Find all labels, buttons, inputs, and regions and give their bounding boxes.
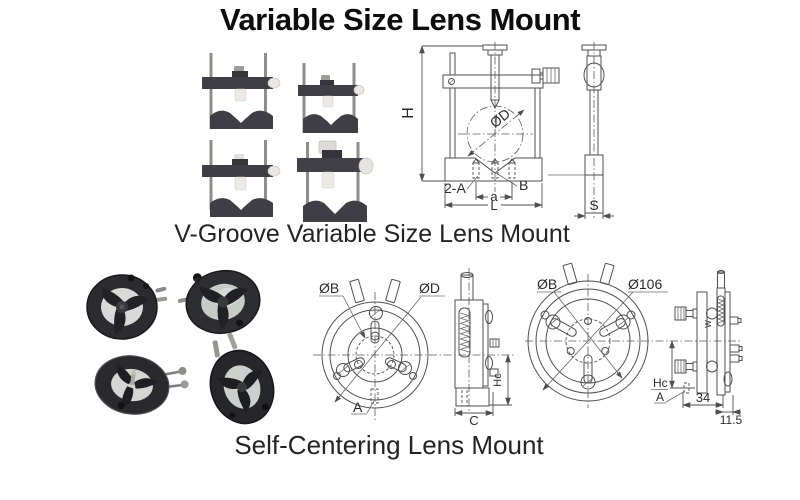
dim-label-od: ØD — [487, 105, 513, 131]
dim-label-ob1: ØB — [319, 280, 339, 296]
dim-label-a1: A — [353, 399, 363, 415]
vgroove-front-view: ØD — [442, 42, 560, 192]
dim-label-s: S — [589, 197, 598, 213]
dim-label-115: 11.5 — [720, 413, 743, 427]
vgroove-mount-photo-3 — [202, 140, 281, 217]
dim-label-hc2: Hc — [653, 376, 668, 390]
vgroove-caption: V-Groove Variable Size Lens Mount — [174, 220, 570, 248]
selfcentering-photos — [86, 269, 275, 425]
vgroove-drawing: ØD H 2-A B a — [400, 42, 614, 219]
selfcentering-mount-photo-1 — [86, 274, 168, 340]
vgroove-dim-bottom: 2-A B a L — [444, 172, 543, 213]
dim-label-w: W — [704, 320, 713, 328]
dim-label-o106: Ø106 — [628, 276, 662, 292]
selfcentering-caption: Self-Centering Lens Mount — [234, 430, 544, 460]
selfcentering-mount-photo-4 — [209, 332, 275, 425]
dim-label-a2: A — [656, 390, 664, 404]
selfcentering-mount-photo-2 — [177, 269, 261, 335]
vgroove-mount-photo-1 — [202, 53, 281, 129]
dim-label-c1: C — [469, 413, 478, 428]
selfcentering-drawing-right: ØB Ø106 W — [525, 262, 743, 427]
dim-label-ob2: ØB — [537, 276, 557, 292]
selfcentering-front-view-1: ØB ØD A — [313, 278, 515, 420]
selfcentering-front-view-2: ØB Ø106 — [525, 262, 740, 408]
vgroove-dim-h: H — [400, 45, 483, 182]
dim-label-b: B — [519, 177, 528, 193]
dim-label-a: a — [490, 189, 498, 204]
page-title: Variable Size Lens Mount — [219, 2, 581, 37]
dim-label-hc1: Hc — [492, 373, 504, 387]
selfcentering-side-view-2: W Hc A — [651, 270, 743, 427]
dim-label-2a: 2-A — [444, 180, 466, 196]
vgroove-mount-photo-4 — [297, 140, 374, 222]
selfcentering-mount-photo-3 — [94, 355, 189, 415]
vgroove-photos — [202, 53, 374, 222]
selfcentering-side-view-1: Hc C — [454, 268, 512, 428]
dim-label-l: L — [490, 198, 497, 213]
dim-label-h: H — [400, 107, 417, 119]
vgroove-side-view: S — [548, 42, 614, 219]
vgroove-mount-photo-2 — [298, 63, 365, 133]
dim-label-od1: ØD — [419, 280, 440, 296]
selfcentering-drawing-mid: ØB ØD A Hc — [313, 268, 515, 428]
dim-label-34: 34 — [696, 390, 710, 405]
